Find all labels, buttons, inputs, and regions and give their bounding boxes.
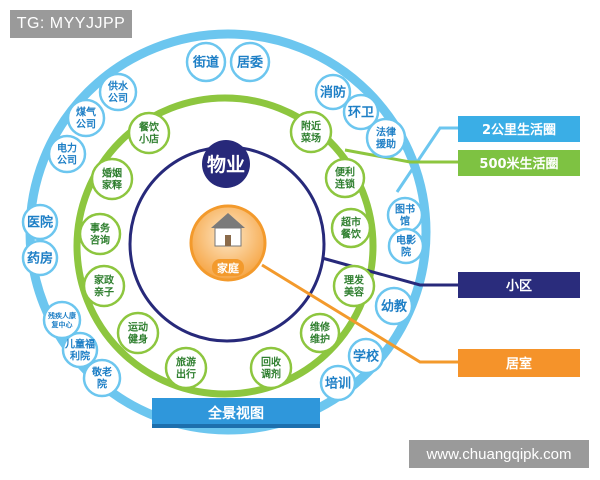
outer-item-bubble: 街道 (185, 41, 227, 83)
outer-item-bubble: 图书馆 (386, 196, 424, 234)
middle-item-label: 维修维护 (310, 321, 331, 346)
outer-item-label: 幼教 (381, 299, 408, 315)
legend-home: 居室 (458, 349, 580, 377)
property-label: 物业 (207, 153, 245, 176)
middle-item-bubble: 便利连锁 (324, 157, 366, 199)
outer-item-label: 图书馆 (395, 203, 415, 228)
legend-community-label: 小区 (506, 279, 532, 294)
middle-item-bubble: 维修维护 (299, 312, 341, 354)
middle-item-label: 婚姻家释 (102, 167, 123, 192)
outer-item-bubble: 培训 (319, 364, 357, 402)
outer-item-bubble: 供水公司 (98, 72, 138, 112)
outer-item-bubble: 医院 (21, 203, 59, 241)
watermark-bottom: www.chuangqipk.com (409, 440, 589, 468)
outer-item-bubble: 药房 (21, 239, 59, 277)
middle-item-label: 旅游出行 (176, 356, 196, 381)
middle-item-bubble: 运动健身 (116, 311, 160, 355)
outer-item-bubble: 电影院 (387, 227, 425, 265)
middle-item-bubble: 超市餐饮 (330, 207, 372, 249)
home-label: 家庭 (217, 261, 239, 275)
middle-item-label: 运动健身 (128, 321, 148, 346)
legend-community: 小区 (458, 272, 580, 298)
watermark-top: TG: MYYJJPP (10, 10, 132, 38)
outer-item-label: 医院 (27, 215, 53, 231)
outer-item-label: 环卫 (348, 106, 374, 121)
middle-item-bubble: 事务咨询 (78, 212, 122, 256)
middle-item-label: 附近菜场 (300, 120, 321, 145)
house-icon (211, 213, 245, 247)
middle-item-bubble: 婚姻家释 (90, 157, 134, 201)
outer-item-bubble: 煤气公司 (66, 98, 106, 138)
outer-item-label: 街道 (192, 55, 219, 71)
middle-item-bubble: 回收调剂 (249, 346, 293, 390)
outer-item-bubble: 学校 (347, 337, 385, 375)
outer-item-label: 儿童福利院 (64, 338, 95, 363)
outer-item-label: 法律援助 (376, 126, 396, 151)
home-node: 家庭 (189, 204, 267, 282)
panorama-label-box: 全景视图 (152, 398, 320, 428)
middle-item-bubble: 家政亲子 (82, 264, 126, 308)
middle-ring (73, 94, 377, 398)
middle-item-bubble: 旅游出行 (164, 346, 208, 390)
middle-item-label: 理发美容 (344, 274, 365, 299)
outer-item-bubble: 敬老院 (82, 358, 122, 398)
legend-2km-label: 2公里生活圈 (482, 122, 556, 138)
outer-item-label: 供水公司 (107, 80, 129, 105)
outer-item-label: 残疾人康复中心 (48, 311, 77, 329)
middle-item-label: 餐饮小店 (138, 121, 160, 146)
middle-item-bubble: 餐饮小店 (127, 111, 171, 155)
outer-item-label: 电影院 (396, 234, 416, 259)
legend-2km: 2公里生活圈 (458, 116, 580, 142)
middle-item-label: 超市餐饮 (340, 216, 362, 241)
legend-500m: 500米生活圈 (458, 150, 580, 176)
outer-item-bubble: 儿童福利院 (61, 331, 99, 369)
outer-item-label: 学校 (353, 349, 380, 365)
outer-item-label: 煤气公司 (76, 106, 96, 131)
outer-item-label: 居委 (237, 55, 263, 71)
outer-item-bubble: 居委 (229, 41, 271, 83)
panorama-label: 全景视图 (207, 405, 264, 422)
outer-item-label: 培训 (325, 376, 351, 392)
middle-item-label: 回收调剂 (261, 356, 281, 381)
middle-item-bubble: 附近菜场 (289, 110, 333, 154)
legend-home-label: 居室 (506, 356, 532, 372)
outer-item-label: 消防 (320, 85, 346, 101)
outer-item-bubble: 电力公司 (47, 134, 87, 174)
outer-item-label: 敬老院 (91, 366, 112, 391)
outer-item-bubble: 环卫 (342, 93, 380, 131)
outer-item-bubble: 消防 (314, 73, 352, 111)
middle-item-label: 事务咨询 (90, 222, 111, 247)
outer-item-bubble: 残疾人康复中心 (42, 300, 82, 340)
outer-item-label: 电力公司 (57, 142, 77, 167)
middle-item-label: 家政亲子 (94, 274, 115, 299)
outer-item-bubble: 幼教 (374, 286, 414, 326)
outer-item-bubble: 法律援助 (365, 117, 407, 159)
property-node: 物业 (202, 140, 250, 188)
middle-item-label: 便利连锁 (335, 166, 355, 191)
middle-item-bubble: 理发美容 (332, 264, 376, 308)
outer-item-label: 药房 (27, 251, 53, 267)
legend-500m-label: 500米生活圈 (479, 156, 558, 172)
